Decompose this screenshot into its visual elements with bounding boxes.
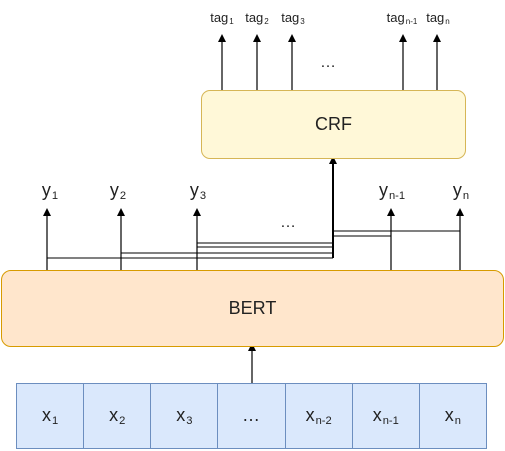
input-token-1: x1 [16,383,85,449]
input-token-2: x2 [83,383,152,449]
tag-label-n: tagn [426,10,450,26]
input-token-n-2: xn-2 [284,383,353,449]
input-token-n: xn [418,383,487,449]
outputs-ellipsis: … [280,214,296,231]
input-token-3: x3 [150,383,219,449]
output-label-n-1: yn-1 [378,180,406,202]
input-token-ellipsis: … [217,383,286,449]
input-token-n-1: xn-1 [351,383,420,449]
tag-label-n-1: tagn-1 [386,10,418,26]
tag-label-3: tag3 [281,10,305,26]
crf-box: CRF [201,90,466,159]
output-label-2: y2 [109,180,127,202]
bert-box: BERT [1,270,504,347]
tags-ellipsis: … [320,54,336,71]
tag-label-2: tag2 [245,10,269,26]
output-label-3: y3 [189,180,207,202]
tag-label-1: tag1 [210,10,234,26]
input-token-row: x1 x2 x3 … xn-2 xn-1 xn [16,383,487,449]
output-label-n: yn [452,180,470,202]
output-label-1: y1 [41,180,59,202]
